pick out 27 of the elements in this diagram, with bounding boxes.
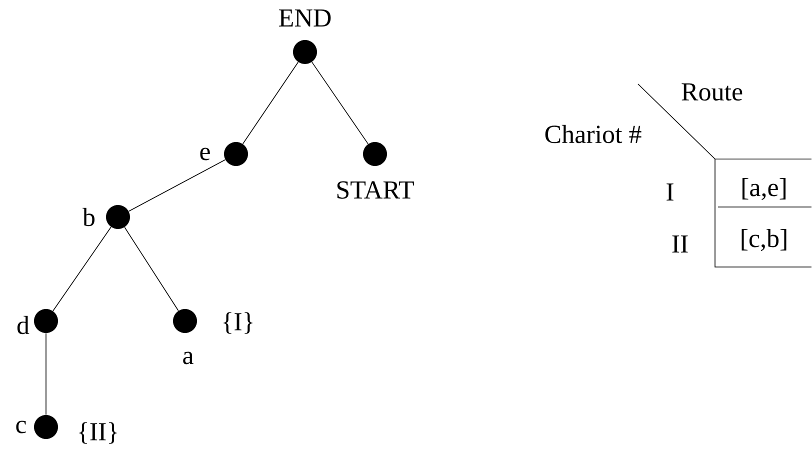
- tree-node: [34, 415, 58, 439]
- tree-edge: [312, 62, 368, 144]
- node-label: START: [337, 181, 414, 199]
- column-header: Route: [682, 83, 742, 101]
- tree-node: [293, 40, 317, 64]
- table-cell: [a,e]: [742, 178, 786, 200]
- node-label: e: [200, 148, 210, 160]
- tree-edge: [242, 62, 299, 144]
- node-label: a: [183, 352, 194, 364]
- tree-node: [34, 309, 58, 333]
- row-label: II: [672, 235, 688, 252]
- tree-edge: [124, 226, 179, 312]
- tree-edge: [128, 159, 226, 212]
- row-header: Chariot #: [545, 124, 642, 144]
- set-label: {II}: [79, 422, 117, 444]
- set-label: {I}: [224, 312, 252, 334]
- tree-node: [106, 205, 130, 229]
- tree-node: [224, 142, 248, 166]
- tree-node: [363, 142, 387, 166]
- node-label: c: [16, 420, 26, 434]
- tree-node: [173, 309, 197, 333]
- node-label: b: [82, 208, 95, 226]
- node-label: END: [279, 9, 331, 27]
- table-cell: [c,b]: [742, 228, 786, 252]
- row-label: I: [666, 183, 674, 200]
- node-label: d: [17, 316, 30, 334]
- tree-edge: [52, 226, 112, 312]
